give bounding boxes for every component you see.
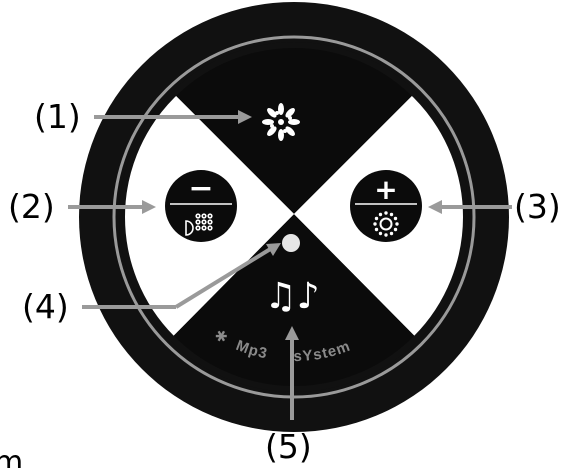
- callout-2: (2): [8, 187, 156, 226]
- svg-text:(4): (4): [22, 287, 69, 326]
- svg-text:(2): (2): [8, 187, 55, 226]
- svg-text:(5): (5): [265, 427, 312, 466]
- music-icon[interactable]: ♫♪: [264, 276, 319, 317]
- callout-5: (5): [265, 326, 312, 466]
- plus-symbol: +: [374, 173, 397, 206]
- fan-icon[interactable]: [262, 103, 300, 141]
- svg-text:(1): (1): [34, 97, 81, 136]
- svg-text:(3): (3): [514, 187, 561, 226]
- partial-text: m: [0, 445, 23, 468]
- minus-symbol: −: [188, 171, 213, 206]
- brightness-icon: [373, 211, 399, 237]
- plus-brightness-button[interactable]: +: [350, 170, 422, 242]
- callout-1: (1): [34, 97, 252, 136]
- callout-4: (4): [22, 243, 281, 326]
- status-led: [282, 234, 300, 252]
- minus-light-button[interactable]: −: [165, 170, 237, 242]
- callout-3: (3): [428, 187, 561, 226]
- headlight-icon: [185, 213, 213, 236]
